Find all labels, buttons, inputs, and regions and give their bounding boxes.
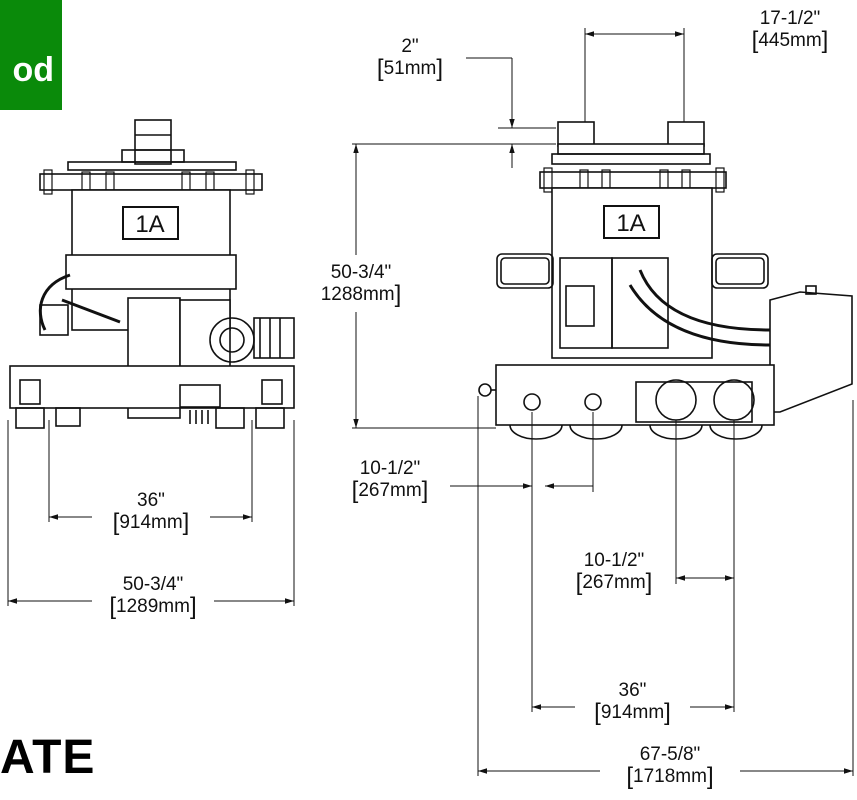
unit-label-side: 1A — [616, 210, 645, 237]
dim-metric: 1718mm — [633, 766, 707, 787]
dim-imperial: 50-3/4" — [122, 574, 184, 595]
dim-metric: 267mm — [582, 572, 646, 593]
dim-metric-wrap: [1289mm] — [109, 593, 197, 620]
dim-50-75in-width: 50-3/4" [1289mm] — [92, 574, 214, 620]
dim-2in: 2" [51mm] — [360, 36, 460, 82]
dim-metric: 1289mm — [116, 596, 190, 617]
dim-imperial: 36" — [618, 680, 647, 701]
dim-metric: 914mm — [600, 702, 665, 723]
dim-imperial: 2" — [401, 36, 419, 57]
dim-metric-wrap: [914mm] — [594, 699, 671, 726]
dimension-lines — [7, 28, 854, 776]
dim-metric: 445mm — [758, 30, 822, 51]
unit-label-front: 1A — [135, 211, 164, 238]
dim-metric-wrap: 1288mm] — [320, 281, 402, 308]
dim-67-625in: 67-5/8" [1718mm] — [600, 744, 740, 790]
dim-10-5in-a: 10-1/2" [267mm] — [334, 458, 446, 504]
dim-metric: 1288mm — [320, 284, 395, 305]
dim-10-5in-b: 10-1/2" [267mm] — [558, 550, 670, 596]
dim-metric-wrap: [1718mm] — [626, 763, 714, 790]
dim-17-5in: 17-1/2" [445mm] — [730, 8, 850, 54]
dim-50-75in-height: 50-3/4" 1288mm] — [306, 262, 416, 308]
dim-metric-wrap: [267mm] — [351, 477, 429, 504]
dim-metric-wrap: [914mm] — [112, 509, 190, 536]
front-view-machine — [9, 119, 295, 429]
dim-36in-right: 36" [914mm] — [575, 680, 690, 726]
bottom-logo-text: ATE — [0, 731, 96, 784]
brand-badge-text: od — [12, 51, 54, 89]
dim-36in-left: 36" [914mm] — [92, 490, 210, 536]
dim-metric: 914mm — [119, 512, 183, 533]
dim-imperial: 67-5/8" — [639, 744, 701, 765]
dim-metric-wrap: [267mm] — [575, 569, 653, 596]
dim-metric: 51mm — [383, 58, 437, 79]
dim-metric-wrap: [445mm] — [751, 27, 829, 54]
dim-metric: 267mm — [358, 480, 422, 501]
dim-imperial: 10-1/2" — [583, 550, 645, 571]
dim-imperial: 10-1/2" — [359, 458, 421, 479]
dim-imperial: 36" — [137, 490, 165, 511]
dim-imperial: 17-1/2" — [759, 8, 821, 29]
dim-metric-wrap: [51mm] — [376, 55, 444, 82]
brand-badge: od — [0, 0, 62, 110]
dim-imperial: 50-3/4" — [330, 262, 392, 283]
side-view-machine — [478, 121, 853, 440]
